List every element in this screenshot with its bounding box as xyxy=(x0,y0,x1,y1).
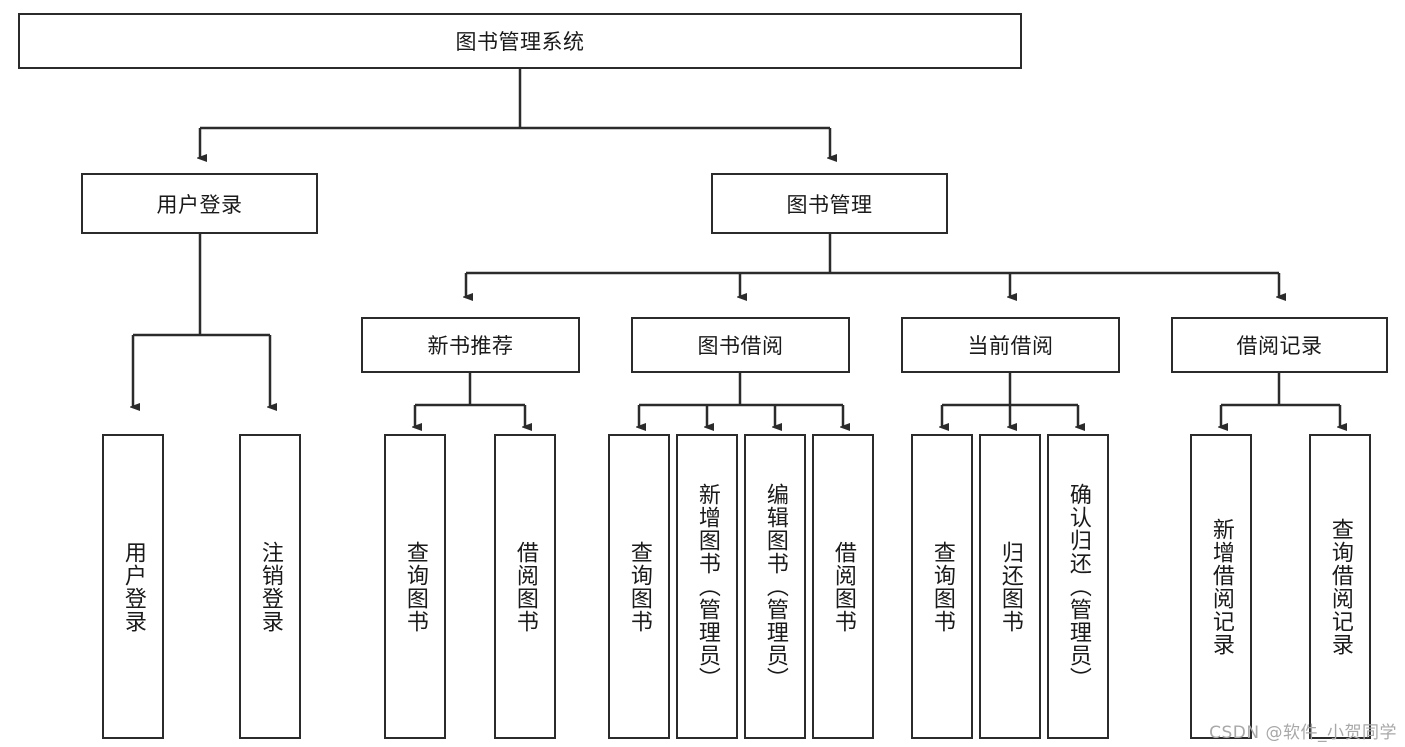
node-book-management[interactable]: 图书管理 xyxy=(711,173,948,234)
leaf-label: 新增图书（管理员） xyxy=(694,483,720,690)
node-current-borrow-label: 当前借阅 xyxy=(967,334,1054,358)
leaf-current-confirm-return-admin[interactable]: 确认归还（管理员） xyxy=(1047,434,1109,739)
leaf-borrow-add-book-admin[interactable]: 新增图书（管理员） xyxy=(676,434,738,739)
leaf-label: 借阅图书 xyxy=(512,540,538,633)
leaf-borrow-edit-book-admin[interactable]: 编辑图书（管理员） xyxy=(744,434,806,739)
leaf-label: 归还图书 xyxy=(997,540,1023,633)
node-new-book-recommend-label: 新书推荐 xyxy=(427,334,514,358)
leaf-borrow-borrow-book[interactable]: 借阅图书 xyxy=(812,434,874,739)
leaf-label: 注销登录 xyxy=(257,540,283,633)
leaf-recommend-query-book[interactable]: 查询图书 xyxy=(384,434,446,739)
leaf-borrow-query-book[interactable]: 查询图书 xyxy=(608,434,670,739)
node-book-management-label: 图书管理 xyxy=(786,192,873,217)
leaf-current-query-book[interactable]: 查询图书 xyxy=(911,434,973,739)
node-user-login-label: 用户登录 xyxy=(156,192,243,217)
node-root[interactable]: 图书管理系统 xyxy=(18,13,1022,69)
leaf-label: 查询图书 xyxy=(626,540,652,633)
leaf-label: 查询图书 xyxy=(929,540,955,633)
leaf-label: 编辑图书（管理员） xyxy=(762,483,788,690)
node-borrow-record-label: 借阅记录 xyxy=(1236,334,1323,358)
node-root-label: 图书管理系统 xyxy=(455,30,585,54)
leaf-record-query-record[interactable]: 查询借阅记录 xyxy=(1309,434,1371,739)
leaf-current-return-book[interactable]: 归还图书 xyxy=(979,434,1041,739)
node-user-login[interactable]: 用户登录 xyxy=(81,173,318,234)
leaf-label: 确认归还（管理员） xyxy=(1065,483,1091,690)
node-book-borrow-label: 图书借阅 xyxy=(697,334,784,358)
leaf-label: 借阅图书 xyxy=(830,540,856,633)
leaf-user-login-logout[interactable]: 注销登录 xyxy=(239,434,301,739)
leaf-record-add-record[interactable]: 新增借阅记录 xyxy=(1190,434,1252,739)
node-book-borrow[interactable]: 图书借阅 xyxy=(631,317,850,373)
leaf-label: 新增借阅记录 xyxy=(1208,517,1234,656)
node-new-book-recommend[interactable]: 新书推荐 xyxy=(361,317,580,373)
leaf-label: 用户登录 xyxy=(120,540,146,633)
node-borrow-record[interactable]: 借阅记录 xyxy=(1171,317,1388,373)
leaf-label: 查询图书 xyxy=(402,540,428,633)
node-current-borrow[interactable]: 当前借阅 xyxy=(901,317,1120,373)
leaf-recommend-borrow-book[interactable]: 借阅图书 xyxy=(494,434,556,739)
leaf-user-login-login[interactable]: 用户登录 xyxy=(102,434,164,739)
leaf-label: 查询借阅记录 xyxy=(1327,517,1353,656)
watermark-text: CSDN @软件_小贺同学 xyxy=(1209,723,1397,743)
